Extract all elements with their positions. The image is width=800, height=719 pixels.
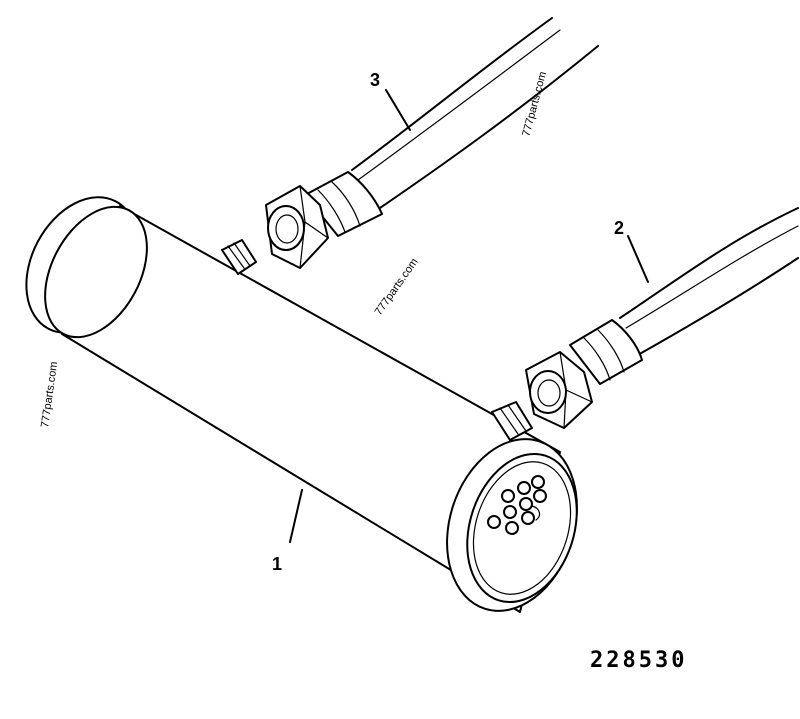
cylinder-body <box>25 196 578 613</box>
watermark-left: 777parts.com <box>39 361 60 429</box>
leader-line-3 <box>385 89 411 131</box>
connector-pins <box>487 475 547 535</box>
callout-label-1: 1 <box>272 554 282 574</box>
nut-3 <box>265 185 329 269</box>
hose-2 <box>569 207 799 385</box>
callout-label-2: 2 <box>614 218 624 238</box>
hose-3 <box>304 17 599 237</box>
leader-line-2 <box>627 235 649 283</box>
callout-label-3: 3 <box>370 70 380 90</box>
catalog-number: 228530 <box>590 648 687 673</box>
nut-2 <box>525 351 593 429</box>
watermark-center: 777parts.com <box>373 256 421 317</box>
leader-line-1 <box>289 489 303 543</box>
